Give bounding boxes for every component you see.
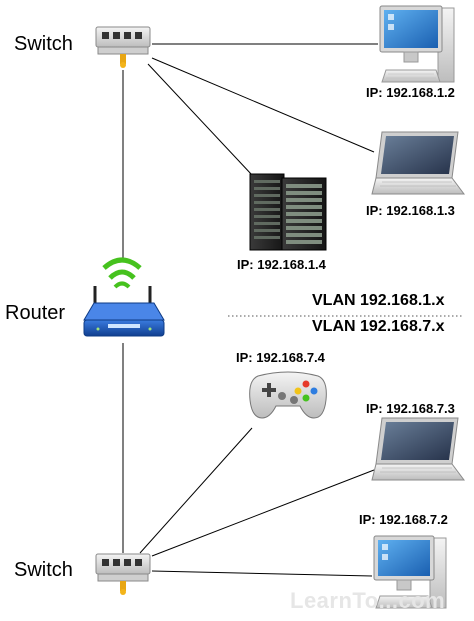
gamepad-icon	[249, 371, 327, 419]
link-switch-bottom-console	[139, 427, 253, 554]
link-switch-top-laptop	[151, 57, 375, 153]
laptop-top-icon	[371, 131, 465, 195]
switch-bottom-icon	[95, 553, 151, 595]
switch-top-icon	[95, 26, 151, 68]
switch-top-label: Switch	[14, 33, 73, 55]
connection-lines	[122, 43, 378, 577]
desktop-bottom-icon	[373, 535, 447, 609]
link-switch-top-server	[147, 63, 253, 176]
router-icon	[83, 257, 165, 337]
vlan-upper-label: VLAN 192.168.1.x	[312, 292, 445, 309]
router-label: Router	[5, 302, 66, 324]
laptop-top-ip: IP: 192.168.1.3	[366, 203, 455, 218]
server-ip: IP: 192.168.1.4	[237, 257, 326, 272]
server-icon	[249, 173, 327, 251]
laptop-bottom-ip: IP: 192.168.7.3	[366, 401, 455, 416]
switch-bottom-label: Switch	[14, 559, 73, 581]
link-switch-bottom-laptop	[151, 469, 375, 557]
laptop-bottom-icon	[371, 417, 465, 481]
console-ip: IP: 192.168.7.4	[236, 350, 325, 365]
vlan-lower-label: VLAN 192.168.7.x	[312, 318, 445, 335]
desktop-top-icon	[379, 5, 455, 83]
link-switch-bottom-desktop	[151, 570, 373, 577]
watermark-logo: LearnTo...com	[290, 588, 446, 613]
desktop-bottom-ip: IP: 192.168.7.2	[359, 512, 448, 527]
desktop-top-ip: IP: 192.168.1.2	[366, 85, 455, 100]
